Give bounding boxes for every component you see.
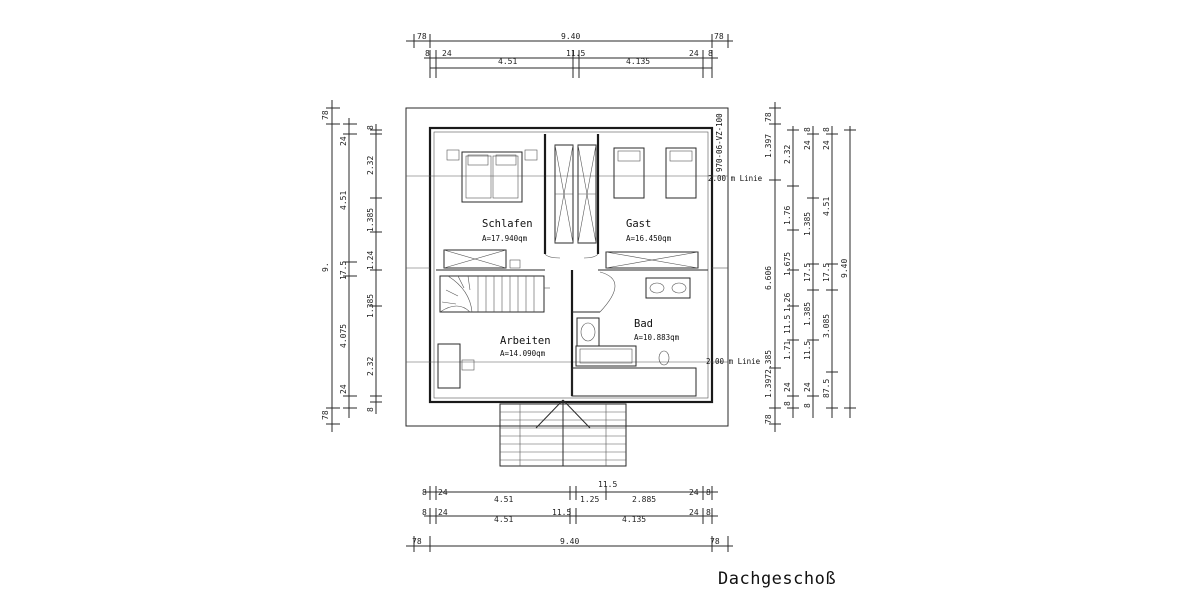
dim-right-d-3: 17.5 [822, 263, 831, 282]
dim-bot-r2-c: 11.5 [552, 508, 571, 517]
room-area-arbeiten: A=14.090qm [500, 349, 546, 358]
dim-right-c-5: 11.5 [803, 341, 812, 360]
dim-top-over-left: 78 [417, 32, 427, 41]
dim-right-b-3: 1.26 [783, 293, 792, 312]
dim-right-d-4: 3.085 [822, 314, 831, 338]
dim-left-inner-a: 8 [366, 125, 375, 130]
dim-right-d-0: 24 [822, 140, 831, 150]
drawing-title: Dachgeschoß [718, 569, 837, 589]
room-area-schlafen: A=17.940qm [482, 234, 528, 243]
dim-bot-total: 9.40 [560, 537, 579, 546]
dim-right-c-1: 8 [803, 127, 812, 132]
dim-bot-r2-s1: 4.135 [622, 515, 646, 524]
dim-bot-r2-b: 24 [438, 508, 448, 517]
dim-left-inner-d: 1.24 [366, 251, 375, 270]
dim-left-mid-d: 4.075 [339, 324, 348, 348]
room-name-bad: Bad [634, 318, 653, 330]
left-dimensions: 78 9. 78 24 4.51 17.5 4.075 24 8 2.32 1.… [321, 100, 382, 432]
dim-top-r3-b: 4.135 [626, 57, 650, 66]
dim-left-mid-c: 17.5 [339, 261, 348, 280]
dim-right-d-1: 8 [822, 127, 831, 132]
top-dimensions: 78 9.40 78 8 24 11.5 24 8 4.51 4.135 [406, 32, 733, 78]
dim-left-inner-b: 2.32 [366, 156, 375, 175]
dim-left-outer-total: 9. [321, 262, 330, 272]
room-name-arbeiten: Arbeiten [500, 335, 551, 347]
dim-bot-r1-s0: 4.51 [494, 495, 513, 504]
building: Schlafen A=17.940qm Gast A=16.450qm Arbe… [405, 107, 763, 467]
dim-left-mid-b: 4.51 [339, 191, 348, 210]
entrance-steps [499, 399, 627, 467]
staircase [439, 275, 550, 313]
dim-right-a-3: 2.385 [764, 350, 773, 374]
dim-right-a-0: 78 [764, 112, 773, 122]
dim-bot-r2-e: 8 [706, 508, 711, 517]
dim-top-r3-a: 4.51 [498, 57, 517, 66]
dim-left-mid-e: 24 [339, 384, 348, 394]
dim-right-a-1: 1.397 [764, 134, 773, 158]
dim-right-b-1: 1.76 [783, 206, 792, 225]
dim-bot-r1-a: 8 [422, 488, 427, 497]
dim-left-inner-g: 8 [366, 407, 375, 412]
dim-top-r2-d: 24 [689, 49, 699, 58]
dim-left-inner-f: 2.32 [366, 357, 375, 376]
dim-bot-r1-c: 11.5 [598, 480, 617, 489]
dim-left-outer-top: 78 [321, 110, 330, 120]
dim-right-c-0: 24 [803, 140, 812, 150]
dim-right-c-4: 1.385 [803, 302, 812, 326]
dim-right-c-6: 24 [803, 382, 812, 392]
room-name-schlafen: Schlafen [482, 218, 533, 230]
dim-top-total: 9.40 [561, 32, 580, 41]
dim-top-r2-b: 24 [442, 49, 452, 58]
dim-left-mid-a: 24 [339, 136, 348, 146]
dim-right-b-4: 11.5 [783, 315, 792, 334]
room-name-gast: Gast [626, 218, 651, 230]
dim-left-inner-e: 1.385 [366, 294, 375, 318]
dim-bot-over-left: 78 [412, 537, 422, 546]
dim-right-c-2: 1.385 [803, 212, 812, 236]
dim-right-a-4: 1.397 [764, 374, 773, 398]
dim-right-c-7: 8 [803, 403, 812, 408]
dim-right-b-0: 2.32 [783, 145, 792, 164]
dim-bot-r2-a: 8 [422, 508, 427, 517]
note-vertical: 970-06-VZ-100 [715, 113, 724, 172]
room-area-gast: A=16.450qm [626, 234, 672, 243]
dim-right-b-6: 24 [783, 382, 792, 392]
dim-left-inner-c: 1.385 [366, 208, 375, 232]
note-line-upper: 2.00 m Linie [708, 174, 763, 183]
note-line-lower: 2.00 m Linie [706, 357, 761, 366]
dim-right-d-5: 87.5 [822, 379, 831, 398]
dim-right-b-5: 1.71 [783, 341, 792, 360]
dim-top-r2-a: 8 [425, 49, 430, 58]
dim-right-b-2: 1.675 [783, 252, 792, 276]
dim-right-d-2: 4.51 [822, 197, 831, 216]
dim-bot-r1-s1: 1.25 [580, 495, 599, 504]
dim-bot-r2-d: 24 [689, 508, 699, 517]
bathroom-fixtures [571, 277, 697, 397]
dim-right-a-5: 78 [764, 414, 773, 424]
dim-right-a-2: 6.606 [764, 266, 773, 290]
dim-bot-r1-e: 8 [706, 488, 711, 497]
dim-right-c-3: 17.5 [803, 263, 812, 282]
right-dimensions: 78 1.397 6.606 2.385 1.397 78 2.32 1.76 … [764, 102, 856, 432]
dim-left-outer-bottom: 78 [321, 410, 330, 420]
dim-top-r2-e: 8 [708, 49, 713, 58]
dim-bot-over-right: 78 [710, 537, 720, 546]
bottom-dimensions: 8 24 11.5 24 8 4.51 1.25 2.885 8 24 11.5… [406, 480, 733, 552]
dim-right-e-0: 9.40 [840, 259, 849, 278]
dim-bot-r1-d: 24 [689, 488, 699, 497]
dim-top-over-right: 78 [714, 32, 724, 41]
dim-top-r2-c: 11.5 [566, 49, 585, 58]
dim-bot-r1-s2: 2.885 [632, 495, 656, 504]
room-area-bad: A=10.883qm [634, 333, 680, 342]
dim-bot-r1-b: 24 [438, 488, 448, 497]
dim-bot-r2-s0: 4.51 [494, 515, 513, 524]
dim-right-b-7: 8 [783, 401, 792, 406]
